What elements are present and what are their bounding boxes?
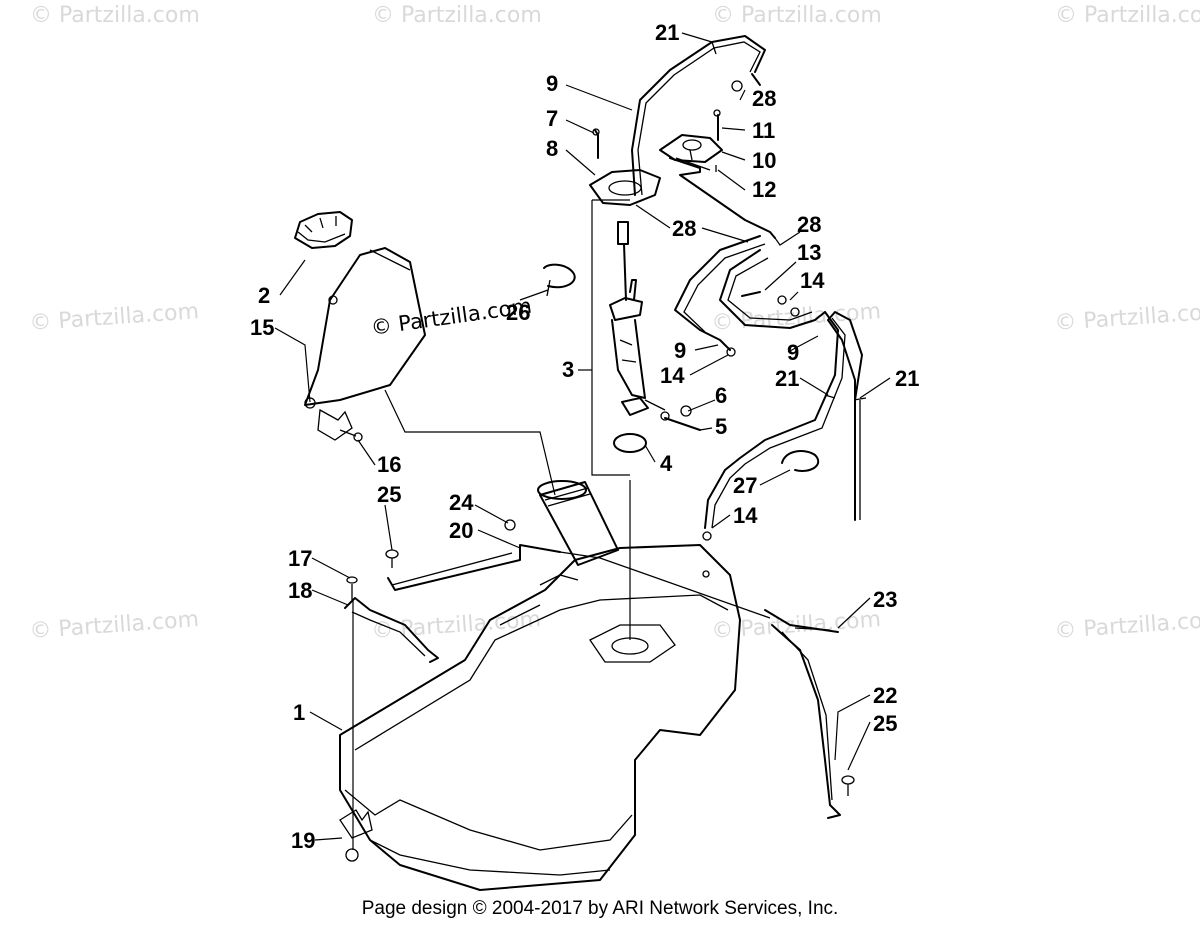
callout-label: 27 [733, 473, 757, 498]
callout-label: 25 [377, 482, 401, 507]
fuel-hoses [631, 35, 867, 529]
callout-label: 23 [873, 587, 897, 612]
callout-label: 28 [752, 86, 776, 111]
callout-label: 14 [800, 268, 825, 293]
fuel-cap [294, 211, 353, 249]
bolt-5 [664, 417, 701, 431]
callout-label: 9 [787, 340, 799, 365]
callout-label: 13 [797, 240, 821, 265]
watermark: © Partzilla.com [30, 3, 200, 28]
watermark: © Partzilla.com [371, 607, 542, 644]
rollover-valve [659, 109, 723, 172]
fuel-pump [609, 221, 666, 416]
hardware [339, 519, 855, 862]
callout-label: 17 [288, 546, 312, 571]
callout-label: 24 [449, 490, 474, 515]
seal-ring [613, 433, 647, 453]
callout-label: 16 [377, 452, 401, 477]
callout-label: 1 [293, 700, 305, 725]
callout-label: 7 [546, 106, 558, 131]
callout-labels: 1 2 3 4 5 6 7 8 9 9 9 10 11 12 13 14 14 … [250, 20, 919, 853]
callout-label: 14 [660, 363, 685, 388]
hose-fittings [702, 291, 800, 578]
footer-copyright: Page design © 2004-2017 by ARI Network S… [361, 898, 839, 919]
callout-label: 14 [733, 503, 758, 528]
callout-label: 6 [715, 383, 727, 408]
watermark: © Partzilla.com [29, 607, 200, 644]
tank-straps [344, 544, 841, 819]
callout-leaders [274, 32, 891, 841]
callout-label: 5 [715, 414, 727, 439]
callout-label: 21 [655, 20, 679, 45]
hose-clamp-26 [543, 263, 576, 297]
callout-label: 15 [250, 315, 274, 340]
callout-label: 9 [674, 338, 686, 363]
callout-label: 19 [291, 828, 315, 853]
callout-label: 21 [895, 366, 919, 391]
callout-label: 12 [752, 177, 776, 202]
callout-label: 28 [797, 212, 821, 237]
cap-tether [304, 247, 426, 442]
callout-label: 11 [752, 118, 775, 143]
fuel-tank [339, 544, 741, 891]
hose-clamp-27 [781, 450, 820, 472]
callout-label: 18 [288, 578, 312, 603]
watermark: © Partzilla.com [29, 299, 200, 336]
callout-label: 21 [775, 366, 799, 391]
leader-line [384, 389, 556, 496]
watermark: © Partzilla.com [1055, 3, 1200, 28]
assembly-bracket [591, 199, 631, 640]
watermark: © Partzilla.com [372, 3, 542, 28]
callout-label: 8 [546, 136, 558, 161]
callout-label: 3 [562, 357, 574, 382]
callout-label: 25 [873, 711, 897, 736]
callout-label: 28 [672, 216, 696, 241]
filler-neck [537, 480, 619, 566]
callout-label: 22 [873, 683, 897, 708]
callout-label: 4 [660, 451, 673, 476]
watermark: © Partzilla.com [1054, 299, 1200, 336]
watermark: © Partzilla.com [1054, 607, 1200, 644]
callout-label: 2 [258, 283, 270, 308]
inline-watermark: © Partzilla.com [369, 294, 533, 340]
callout-label: 10 [752, 148, 776, 173]
callout-label: 20 [449, 518, 473, 543]
watermark: © Partzilla.com [712, 3, 882, 28]
callout-label: 9 [546, 71, 558, 96]
callout-label: 26 [506, 300, 530, 325]
watermarks: © Partzilla.com © Partzilla.com © Partzi… [29, 3, 1200, 644]
